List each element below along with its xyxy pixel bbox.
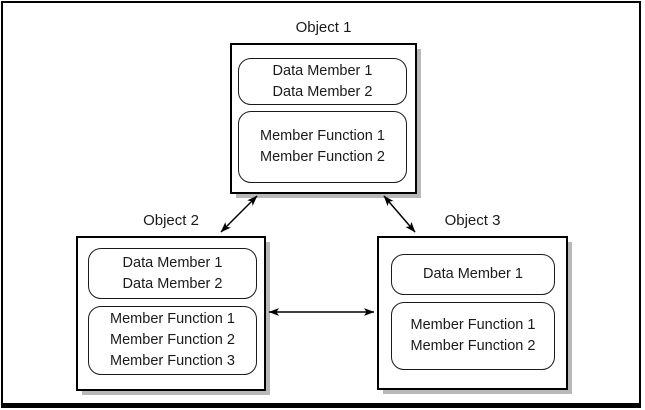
- object2-member-function-3: Member Function 3: [110, 353, 235, 369]
- object1-data-member-1: Data Member 1: [272, 62, 373, 79]
- object2-member-function-1: Member Function 1: [110, 311, 235, 327]
- object2-data-member-2: Data Member 2: [122, 275, 223, 292]
- object1-box: Data Member 1 Data Member 2 Member Funct…: [230, 43, 417, 194]
- object2-title: Object 2: [143, 212, 199, 229]
- object3-title: Object 3: [444, 212, 501, 229]
- object1-data-members-box: Data Member 1 Data Member 2: [238, 58, 407, 105]
- object1-member-function-2: Member Function 2: [260, 149, 385, 165]
- object1-member-function-1: Member Function 1: [260, 128, 385, 144]
- object3-box: Data Member 1 Member Function 1 Member F…: [377, 236, 568, 390]
- object1-member-functions-box: Member Function 1 Member Function 2: [238, 111, 407, 183]
- object3-member-function-1: Member Function 1: [410, 317, 536, 333]
- object2-data-member-1: Data Member 1: [122, 254, 223, 271]
- object1-data-member-2: Data Member 2: [272, 83, 373, 100]
- object2-member-functions-box: Member Function 1 Member Function 2 Memb…: [88, 306, 257, 375]
- object3-member-functions-box: Member Function 1 Member Function 2: [391, 302, 555, 370]
- object2-member-function-2: Member Function 2: [110, 332, 235, 348]
- object2-box: Data Member 1 Data Member 2 Member Funct…: [76, 236, 266, 391]
- object2-data-members-box: Data Member 1 Data Member 2: [88, 248, 257, 299]
- object1-title: Object 1: [295, 19, 352, 36]
- object3-member-function-2: Member Function 2: [410, 338, 536, 354]
- object3-data-members-box: Data Member 1: [391, 254, 555, 295]
- object3-data-member-1: Data Member 1: [423, 266, 523, 282]
